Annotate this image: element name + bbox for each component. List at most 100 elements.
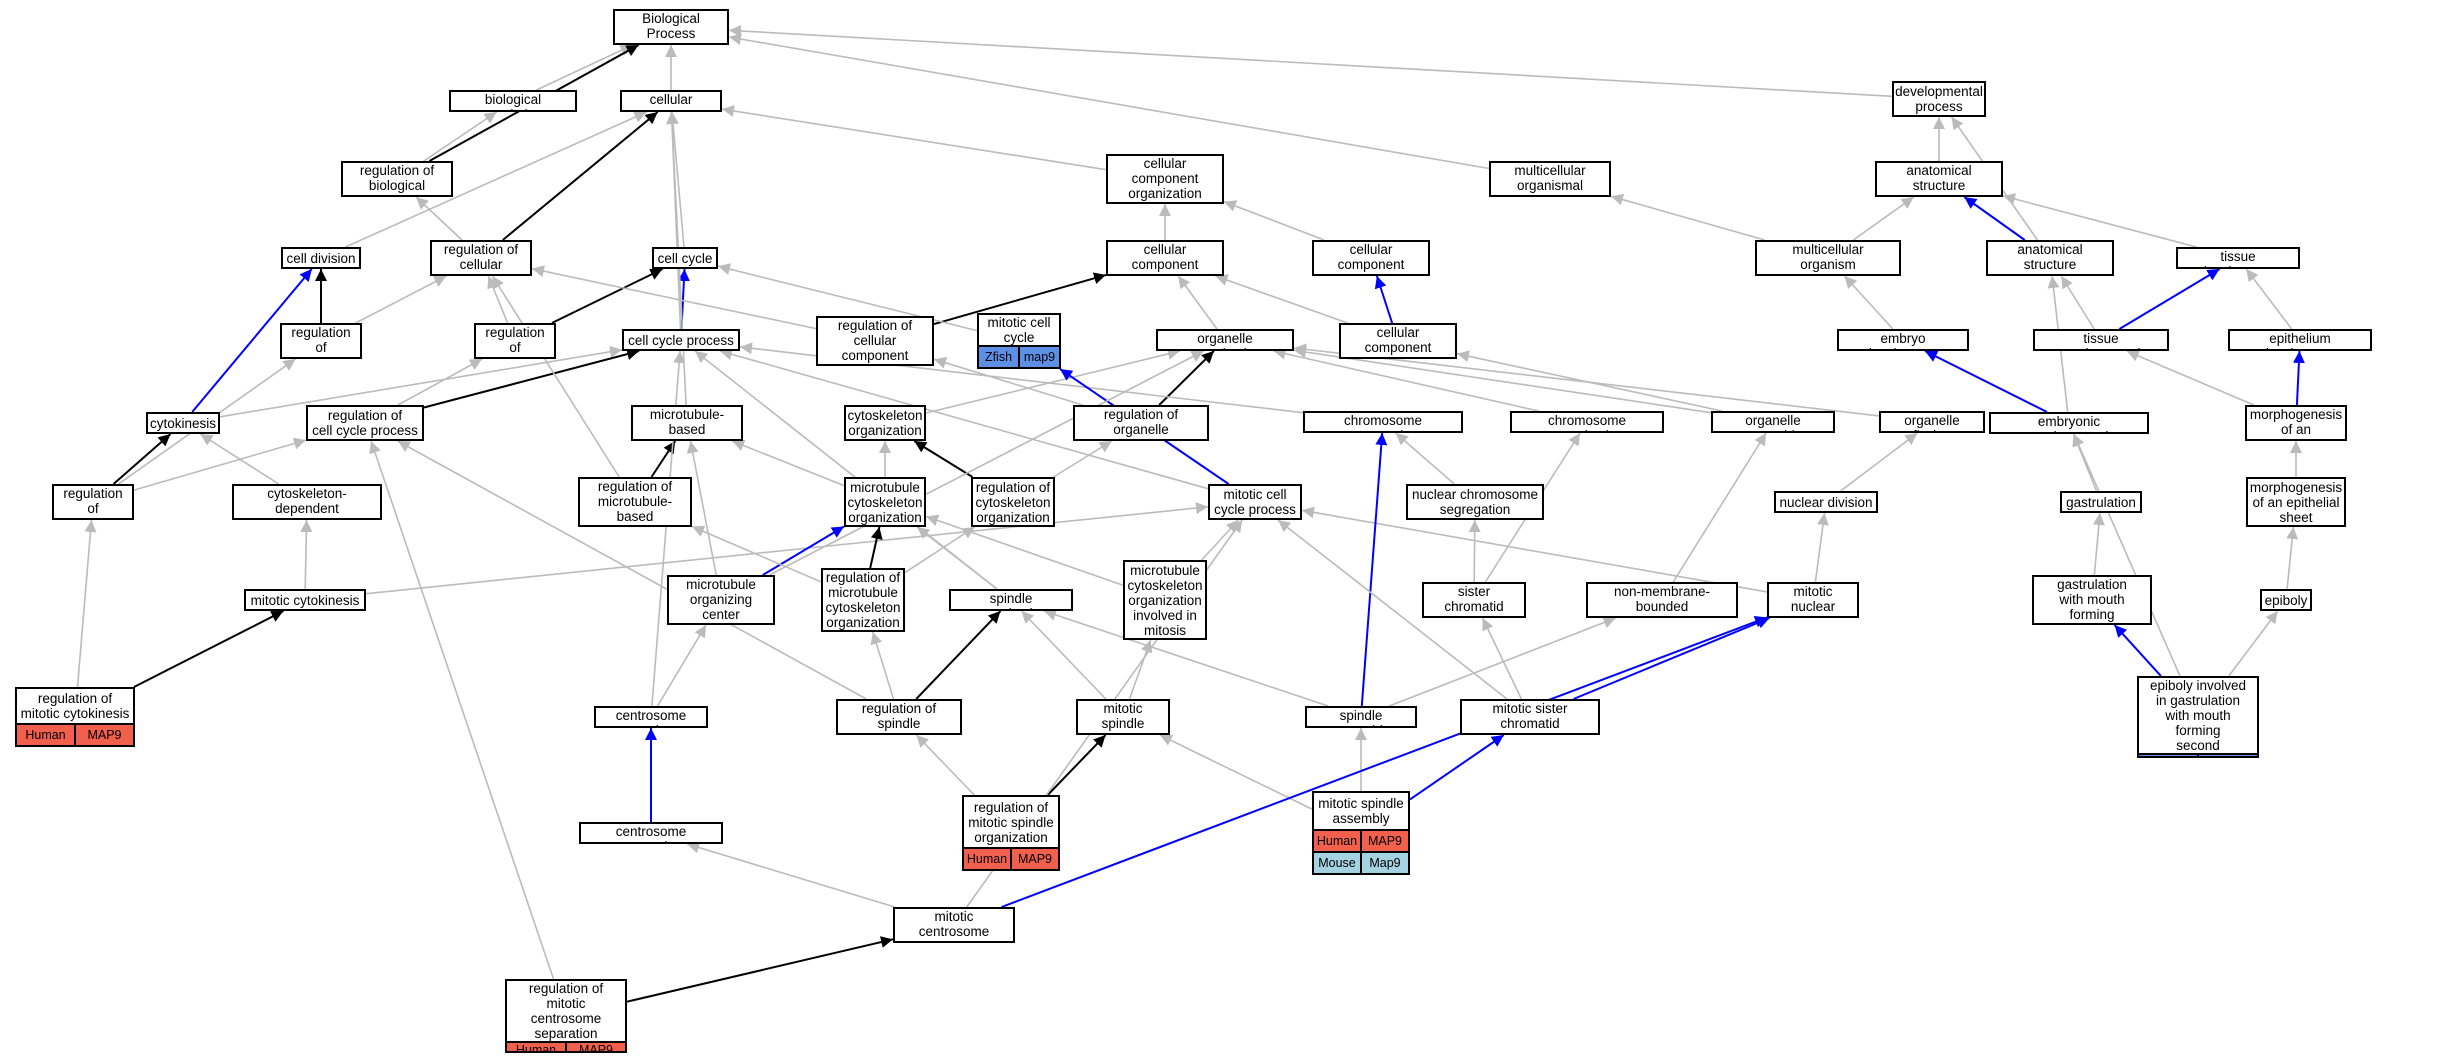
node-reg-mitotic-spindle-org[interactable]: regulation of mitotic spindle organizati… (962, 795, 1060, 871)
node-mt-based-process[interactable]: microtubule-based process (631, 405, 743, 441)
node-non-membrane-assembly[interactable]: non-membrane-bounded organelle assembly (1586, 582, 1738, 618)
node-reg-cellular-process[interactable]: regulation of cellular process (430, 240, 532, 276)
edge-epithelium_dev-to-tissue_dev (2245, 268, 2293, 330)
node-epiboly[interactable]: epiboly (2260, 589, 2312, 611)
node-label: non-membrane-bounded organelle assembly (1604, 584, 1720, 616)
node-embryo-dev[interactable]: embryo development (1837, 329, 1969, 351)
node-multicellular-org-process[interactable]: multicellular organismal process (1489, 161, 1611, 197)
node-reg-cell-cycle[interactable]: regulation of cell cycle (474, 323, 556, 359)
node-nuclear-division[interactable]: nuclear division (1774, 491, 1878, 513)
node-organelle-org[interactable]: organelle organization (1156, 329, 1294, 351)
node-bio-reg[interactable]: biological regulation (449, 90, 577, 112)
node-label: regulation of microtubule cytoskeleton o… (825, 570, 901, 630)
edge-mitotic_sister_chromatid_seg-to-mitotic_nuclear_div (1573, 617, 1770, 700)
node-mitotic-centrosome-sep[interactable]: mitotic centrosome separation (893, 907, 1015, 943)
node-label: tissue morphogenesis (2055, 331, 2147, 349)
node-morph-epithelial-sheet[interactable]: morphogenesis of an epithelial sheet (2246, 477, 2346, 527)
node-anat-struct-morph[interactable]: anatomical structure morphogenesis (1986, 240, 2114, 276)
node-embryonic-morph[interactable]: embryonic morphogenesis (1989, 412, 2149, 434)
node-nuclear-chrom-seg[interactable]: nuclear chromosome segregation (1406, 484, 1544, 520)
node-mtoc-org[interactable]: microtubule organizing center organizati… (667, 575, 775, 625)
node-mitotic-sister-chromatid-seg[interactable]: mitotic sister chromatid segregation (1460, 699, 1600, 735)
node-reg-bio-process[interactable]: regulation of biological process (341, 161, 453, 197)
node-sister-chromatid-seg[interactable]: sister chromatid segregation (1422, 582, 1526, 618)
node-cc-assembly[interactable]: cellular component assembly (1339, 323, 1457, 359)
node-label: morphogenesis of an epithelial sheet (2249, 479, 2343, 525)
node-cc-organization[interactable]: cellular component organization (1106, 240, 1224, 276)
node-centrosome-separation[interactable]: centrosome separation (579, 822, 723, 844)
node-reg-organelle-org[interactable]: regulation of organelle organization (1073, 405, 1209, 441)
edge-reg_mitotic_spindle_org-to-reg_spindle_org (915, 734, 975, 796)
node-mt-cytoskel-org[interactable]: microtubule cytoskeleton organization (844, 477, 926, 527)
node-cell-cycle-process[interactable]: cell cycle process (622, 329, 740, 351)
node-label: spindle assembly (1332, 708, 1389, 726)
node-tissue-dev[interactable]: tissue development (2176, 247, 2300, 269)
node-reg-mt-cytoskel-org[interactable]: regulation of microtubule cytoskeleton o… (821, 568, 905, 632)
node-mitotic-nuclear-div[interactable]: mitotic nuclear division (1767, 582, 1859, 618)
node-mitotic-cytokinesis[interactable]: mitotic cytokinesis (244, 589, 366, 611)
node-mitotic-spindle-org[interactable]: mitotic spindle organization (1076, 699, 1170, 735)
node-organelle-fission[interactable]: organelle fission (1879, 411, 1985, 433)
node-spindle-org[interactable]: spindle organization (949, 589, 1073, 611)
edge-cell_division-to-cellular_process (345, 111, 647, 248)
node-cc-biogenesis[interactable]: cellular component biogenesis (1312, 240, 1430, 276)
node-reg-cytoskel-org[interactable]: regulation of cytoskeleton organization (971, 477, 1055, 527)
node-cellular-process[interactable]: cellular process (620, 90, 722, 112)
node-label: regulation of cell division (286, 325, 355, 357)
node-epiboly-gastrulation[interactable]: epiboly involved in gastrulation with mo… (2137, 676, 2259, 758)
node-organelle-assembly[interactable]: organelle assembly (1711, 411, 1835, 433)
node-cc-org-biogenesis[interactable]: cellular component organization or bioge… (1106, 154, 1224, 204)
node-cytoskel-dep-cytokinesis[interactable]: cytoskeleton-dependent cytokinesis (232, 484, 382, 520)
node-reg-cc-org[interactable]: regulation of cellular component organiz… (816, 316, 934, 366)
node-spindle-assembly[interactable]: spindle assembly (1305, 706, 1417, 728)
node-developmental-process[interactable]: developmental process (1892, 81, 1986, 117)
edge-mitotic_sister_chromatid_seg-to-mitotic_cell_cycle_process (1277, 519, 1508, 700)
node-multicellular-org-dev[interactable]: multicellular organism development (1755, 240, 1901, 276)
node-reg-cell-cycle-process[interactable]: regulation of cell cycle process (306, 405, 424, 441)
node-label: mitotic cytokinesis (250, 592, 360, 608)
node-label: cellular component organization (1128, 242, 1202, 274)
node-label: regulation of microtubule-based process (597, 479, 673, 525)
node-cytokinesis[interactable]: cytokinesis (146, 412, 220, 434)
node-reg-spindle-org[interactable]: regulation of spindle organization (836, 699, 962, 735)
node-morph-epithelium[interactable]: morphogenesis of an epithelium (2245, 405, 2347, 441)
node-mt-cytoskel-org-mitosis[interactable]: microtubule cytoskeleton organization in… (1123, 560, 1207, 640)
edge-reg_organelle_org-to-organelle_org (1158, 350, 1215, 406)
node-bp-map9[interactable]: Biological Process Map9 (613, 9, 729, 45)
node-cytoskeleton-org[interactable]: cytoskeleton organization (844, 405, 926, 441)
node-label: regulation of cytokinesis (60, 486, 126, 518)
edge-mtoc_org-to-organelle_org (769, 350, 1205, 576)
node-epithelium-dev[interactable]: epithelium development (2228, 329, 2372, 351)
node-mitotic-cell-cycle-process[interactable]: mitotic cell cycle process (1208, 484, 1302, 520)
node-centrosome-cycle[interactable]: centrosome cycle (594, 706, 708, 728)
node-chromosome-org[interactable]: chromosome organization (1510, 411, 1664, 433)
node-cell-cycle[interactable]: cell cycle (652, 247, 718, 269)
node-gastrulation[interactable]: gastrulation (2060, 491, 2142, 513)
node-label: regulation of mitotic cytokinesis (20, 691, 130, 721)
node-cell-division[interactable]: cell division (281, 247, 361, 269)
edge-cc_biogenesis-to-cc_org_biogenesis (1223, 200, 1325, 241)
edge-tissue_morph-to-tissue_dev (2118, 268, 2221, 330)
node-label: embryonic morphogenesis (2023, 414, 2115, 432)
annotation-species: Human (966, 852, 1008, 866)
annotation-species: Human (515, 1043, 557, 1053)
node-reg-cell-division[interactable]: regulation of cell division (280, 323, 362, 359)
edge-tissue_morph-to-anat_struct_morph (2060, 275, 2095, 330)
node-reg-cytokinesis[interactable]: regulation of cytokinesis (52, 484, 134, 520)
node-reg-mt-based-process[interactable]: regulation of microtubule-based process (578, 477, 692, 527)
node-gastrulation-mouth[interactable]: gastrulation with mouth forming second (2032, 575, 2152, 625)
edge-multicellular_org_dev-to-multicellular_org_process (1610, 193, 1765, 241)
node-anat-struct-dev[interactable]: anatomical structure development (1875, 161, 2003, 197)
edge-cytokinesis-to-cell_division (191, 268, 313, 413)
node-label: cytoskeleton-dependent cytokinesis (267, 486, 347, 518)
edge-gastrulation_mouth-to-gastrulation (2092, 512, 2105, 576)
node-chromosome-seg[interactable]: chromosome segregation (1303, 411, 1463, 433)
node-tissue-morph[interactable]: tissue morphogenesis (2033, 329, 2169, 351)
node-reg-mitotic-centrosome-sep[interactable]: regulation of mitotic centrosome separat… (505, 979, 627, 1053)
edge-embryonic_morph-to-embryo_dev (1924, 350, 2048, 413)
